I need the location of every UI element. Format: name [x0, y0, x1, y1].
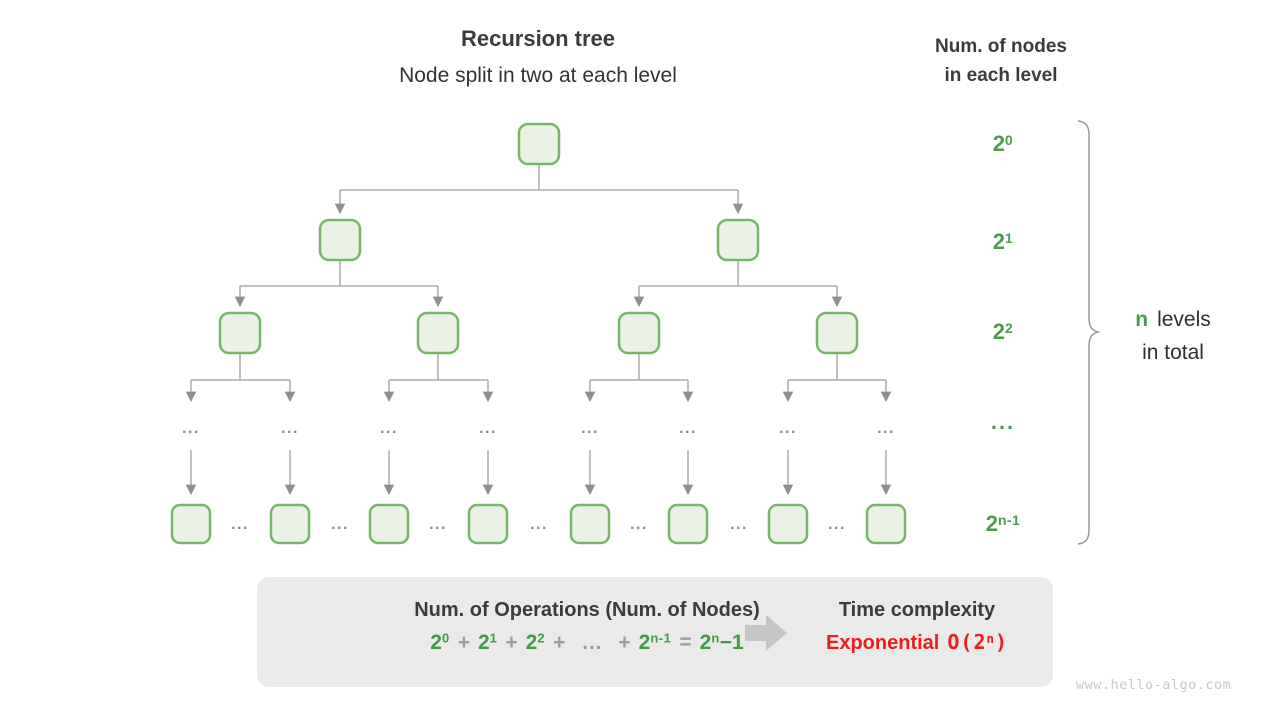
tree-node — [517, 122, 561, 166]
levels-header: Num. of nodes in each level — [935, 36, 1067, 86]
operations-title: Num. of Operations (Num. of Nodes) — [414, 599, 760, 621]
tree-node — [716, 218, 760, 262]
tree-ellipsis: ... — [182, 420, 200, 437]
level-count-label: 2n-1 — [985, 511, 1021, 537]
tree-ellipsis: ... — [429, 516, 447, 533]
formula-operator: … — [581, 630, 603, 654]
tree-node — [318, 218, 362, 262]
tree-ellipsis: ... — [730, 516, 748, 533]
time-complexity-title: Time complexity — [838, 599, 996, 621]
formula-term: 2n-1 — [638, 630, 672, 654]
tree-node — [467, 503, 509, 545]
summary-box: Num. of Operations (Num. of Nodes) 20 +21… — [257, 577, 1053, 687]
tree-node — [667, 503, 709, 545]
levels-brace — [1077, 120, 1101, 545]
formula-term: 20 — [430, 630, 450, 654]
figure-subtitle: Node split in two at each level — [399, 64, 677, 87]
levels-word: levels — [1157, 308, 1211, 331]
tree-node — [368, 503, 410, 545]
title-block: Recursion tree Node split in two at each… — [238, 26, 838, 88]
tree-node — [170, 503, 212, 545]
tree-node — [569, 503, 611, 545]
tree-node — [617, 311, 661, 355]
tree-ellipsis: ... — [231, 516, 249, 533]
level-count-label: 21 — [992, 229, 1014, 255]
formula-operator: + — [618, 630, 631, 654]
tree-node — [865, 503, 907, 545]
exponential-label: Exponential — [826, 632, 940, 654]
formula-term: 2n−1 — [699, 630, 744, 654]
tree-ellipsis: ... — [779, 420, 797, 437]
tree-node — [815, 311, 859, 355]
formula-term: 21 — [477, 630, 498, 654]
watermark: www.hello-algo.com — [1076, 677, 1232, 693]
tree-ellipsis: ... — [581, 420, 599, 437]
tree-ellipsis: ... — [877, 420, 895, 437]
tree-nodes — [170, 122, 907, 545]
tree-ellipsis: ... — [828, 516, 846, 533]
operations-formula: 20 +21 +22 + … +2n-1 = 2n−1 — [307, 630, 867, 655]
formula-operator: + — [553, 630, 566, 654]
tree-ellipsis: ... — [479, 420, 497, 437]
tree-node — [416, 311, 460, 355]
tree-node — [218, 311, 262, 355]
tree-ellipsis: ... — [331, 516, 349, 533]
tree-ellipsis: ... — [630, 516, 648, 533]
tree-node — [269, 503, 311, 545]
tree-ellipsis: ... — [530, 516, 548, 533]
complexity-section: Time complexity Exponential O(2n) — [787, 577, 1047, 655]
formula-operator: + — [457, 630, 470, 654]
complexity-value: Exponential O(2n) — [787, 630, 1047, 655]
tree-ellipsis: ... — [281, 420, 299, 437]
big-o-notation: O(2n) — [947, 630, 1008, 654]
operations-section: Num. of Operations (Num. of Nodes) 20 +21… — [307, 577, 867, 655]
formula-operator: + — [505, 630, 518, 654]
tree-node — [767, 503, 809, 545]
level-count-label: 22 — [992, 319, 1014, 345]
formula-operator: = — [679, 630, 692, 654]
level-count-ellipsis: ... — [990, 409, 1016, 434]
implies-arrow-icon — [745, 615, 787, 651]
tree-arrows — [185, 190, 892, 496]
tree-ellipsis: ... — [380, 420, 398, 437]
n-symbol: n — [1135, 308, 1149, 331]
in-total-word: in total — [1142, 341, 1204, 364]
level-count-label: 20 — [992, 131, 1014, 157]
tree-ellipsis: ... — [679, 420, 697, 437]
formula-term: 22 — [525, 630, 546, 654]
figure-title: Recursion tree — [460, 26, 616, 51]
tree-connectors — [191, 164, 886, 381]
